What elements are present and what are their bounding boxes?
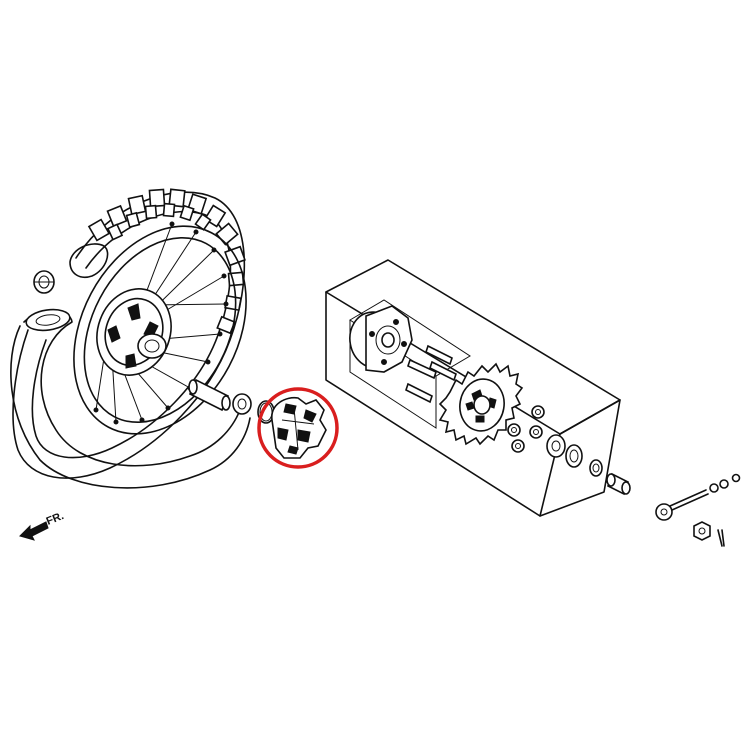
- left-bearing: [33, 270, 55, 294]
- flange-collar: [589, 459, 603, 477]
- front-arrow-icon: [19, 521, 49, 541]
- damper-rubbers[interactable]: [271, 396, 327, 459]
- sprocket-studs: [405, 344, 457, 404]
- axle-nut: [693, 521, 711, 541]
- tire: [12, 188, 246, 479]
- front-arrow-indicator: FR.: [19, 510, 66, 541]
- wheel-hub: [96, 288, 172, 376]
- flange-bearing: [546, 434, 566, 458]
- tire-cut-end: [69, 243, 109, 278]
- tread-blocks: [87, 188, 246, 335]
- sprocket-flange: [349, 305, 413, 373]
- driven-sprocket: [438, 362, 524, 446]
- chain-adjuster: [655, 473, 741, 521]
- front-arrow-label: FR.: [45, 510, 66, 528]
- right-bearing: [232, 393, 252, 415]
- cotter-pin: [717, 529, 725, 547]
- tube-open-end: [25, 308, 71, 332]
- sprocket-nuts: [507, 405, 545, 453]
- hub-center-boss: [137, 333, 167, 359]
- flange-oil-seal: [565, 444, 583, 468]
- distance-collar: [188, 378, 231, 412]
- inner-tube: [10, 308, 251, 489]
- highlight-circle: [257, 387, 339, 469]
- side-collar: [606, 472, 631, 496]
